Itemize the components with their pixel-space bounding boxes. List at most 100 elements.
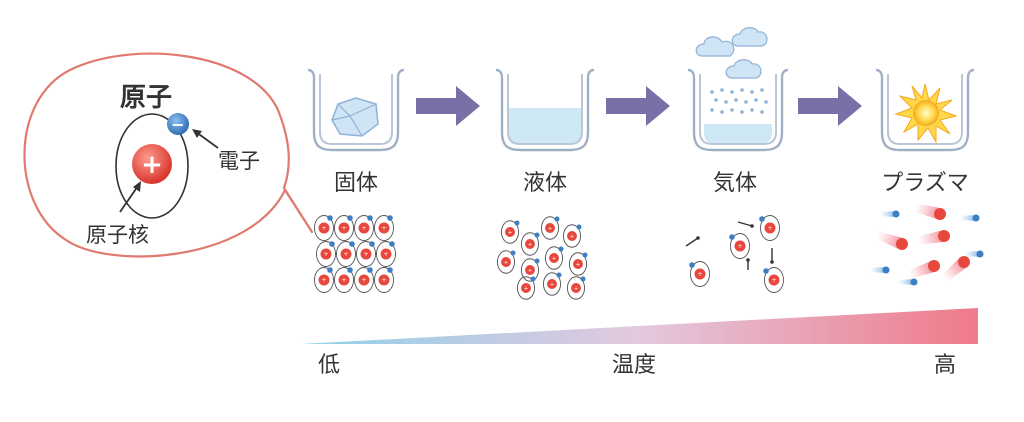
mini-atom: + xyxy=(356,241,376,267)
electron-pointer-arrow xyxy=(195,131,219,149)
mini-atom: + xyxy=(374,215,394,241)
crystal-solid-icon xyxy=(331,97,379,137)
svg-text:+: + xyxy=(767,225,772,232)
mini-atom: + xyxy=(376,241,396,267)
plasma-electron xyxy=(898,278,918,286)
mini-atom: + xyxy=(354,267,374,293)
mini-atom: + xyxy=(541,216,560,240)
nucleus: + xyxy=(132,144,172,184)
mini-atom: + xyxy=(521,232,540,256)
svg-text:+: + xyxy=(737,243,742,250)
mini-atom: + xyxy=(501,220,520,244)
mini-atom: + xyxy=(763,267,784,293)
temperature-low-label: 低 xyxy=(318,353,340,378)
particles-solid: + + + + + + + + + + + + xyxy=(314,215,396,293)
svg-text:+: + xyxy=(341,277,346,284)
plasma-ion xyxy=(876,231,908,250)
plasma-ion xyxy=(941,256,970,282)
mini-atom: + xyxy=(334,215,354,241)
nucleus-label: 原子核 xyxy=(86,223,149,247)
particles-gas: + + + + xyxy=(685,215,784,293)
state-label-plasma: プラズマ xyxy=(881,171,969,196)
nucleus-symbol: + xyxy=(141,150,163,180)
mini-atom: + xyxy=(569,252,588,276)
beaker-plasma xyxy=(875,68,975,152)
mini-atom: + xyxy=(563,224,582,248)
svg-text:+: + xyxy=(508,230,513,236)
svg-text:+: + xyxy=(343,251,348,258)
mini-atom: + xyxy=(729,233,750,259)
svg-text:+: + xyxy=(341,225,346,232)
mini-atom: + xyxy=(517,276,536,300)
gas-steam-icon xyxy=(695,27,772,144)
svg-text:+: + xyxy=(570,234,575,240)
motion-arrow xyxy=(737,221,753,227)
svg-text:+: + xyxy=(528,242,533,248)
mini-atom: + xyxy=(543,272,562,296)
mini-atom: + xyxy=(567,276,586,300)
svg-text:+: + xyxy=(697,271,702,278)
transition-arrow-1 xyxy=(416,86,480,126)
svg-text:+: + xyxy=(552,256,557,262)
svg-text:+: + xyxy=(321,277,326,284)
mini-atom: + xyxy=(334,267,354,293)
atom-bubble: 原子 + − 電子 原子核 xyxy=(23,52,314,258)
svg-text:+: + xyxy=(361,225,366,232)
plasma-ion xyxy=(917,230,950,245)
svg-text:+: + xyxy=(361,277,366,284)
plasma-electron xyxy=(880,210,900,218)
state-label-gas: 気体 xyxy=(713,171,757,196)
svg-text:+: + xyxy=(771,277,776,284)
electron-label: 電子 xyxy=(218,149,260,173)
svg-text:+: + xyxy=(381,225,386,232)
liquid-icon xyxy=(508,108,582,144)
temperature-high-label: 高 xyxy=(934,353,956,378)
mini-atom: + xyxy=(545,246,564,270)
svg-text:+: + xyxy=(524,286,529,292)
plasma-ion xyxy=(908,260,940,279)
plasma-electron xyxy=(964,250,984,258)
svg-text:+: + xyxy=(381,277,386,284)
mini-atom: + xyxy=(521,258,540,282)
transition-arrow-3 xyxy=(798,86,862,126)
mini-atom: + xyxy=(497,250,516,274)
svg-text:+: + xyxy=(528,268,533,274)
svg-text:+: + xyxy=(576,262,581,268)
particles-liquid: + + + + + + + + + + + xyxy=(497,216,588,300)
beaker-liquid xyxy=(495,68,595,152)
mini-atom: + xyxy=(759,215,780,241)
electron: − xyxy=(167,113,189,135)
transition-arrow-2 xyxy=(606,86,670,126)
mini-atom: + xyxy=(354,215,374,241)
electron-symbol: − xyxy=(171,115,184,134)
svg-text:+: + xyxy=(383,251,388,258)
svg-text:+: + xyxy=(321,225,326,232)
temperature-gradient-wedge xyxy=(300,308,978,344)
svg-text:+: + xyxy=(548,226,553,232)
svg-text:+: + xyxy=(504,260,509,266)
mini-atom: + xyxy=(314,267,334,293)
state-label-solid: 固体 xyxy=(334,171,378,196)
temperature-title: 温度 xyxy=(612,353,656,378)
beaker-gas xyxy=(687,27,789,152)
beaker-solid xyxy=(307,68,405,152)
plasma-electron xyxy=(870,266,890,274)
motion-arrow xyxy=(685,237,699,247)
mini-atom: + xyxy=(336,241,356,267)
plasma-sun-icon xyxy=(894,83,958,144)
mini-atom: + xyxy=(374,267,394,293)
state-label-liquid: 液体 xyxy=(523,171,567,196)
nucleus-pointer-arrow xyxy=(119,185,139,213)
particles-plasma xyxy=(870,203,984,286)
mini-atom: + xyxy=(689,261,710,287)
mini-atom: + xyxy=(316,241,336,267)
mini-atom: + xyxy=(314,215,334,241)
svg-text:+: + xyxy=(574,286,579,292)
atom-title: 原子 xyxy=(120,83,172,113)
svg-text:+: + xyxy=(363,251,368,258)
svg-text:+: + xyxy=(323,251,328,258)
electron-orbit xyxy=(115,113,189,219)
svg-text:+: + xyxy=(550,282,555,288)
plasma-ion xyxy=(913,203,946,220)
